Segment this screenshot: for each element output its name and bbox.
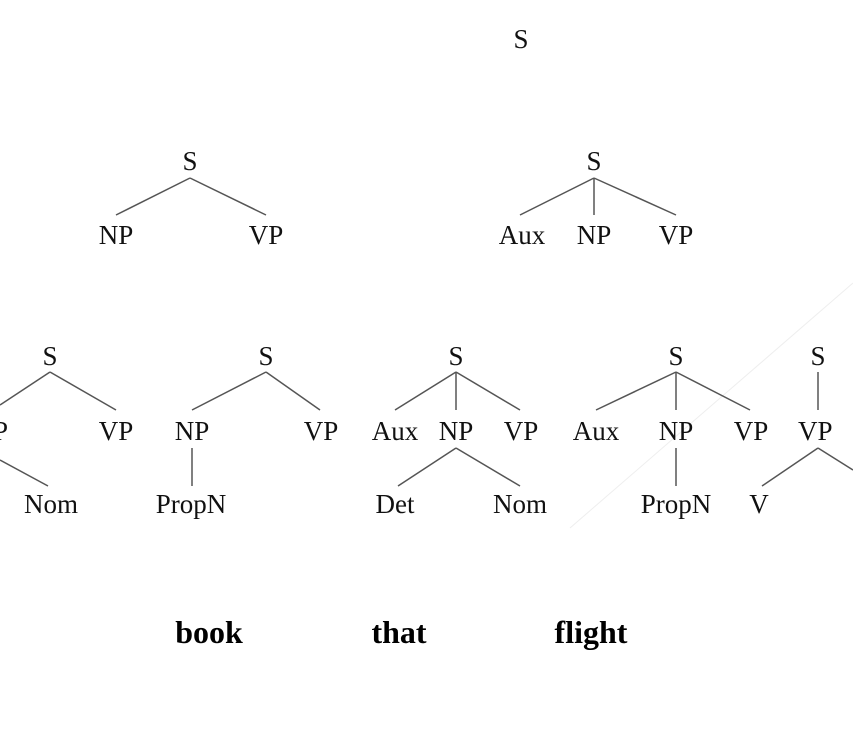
node-det: Det — [376, 489, 415, 519]
word-flight: flight — [555, 614, 628, 650]
node-vp: VP — [249, 220, 284, 250]
edge — [455, 371, 521, 411]
edge — [519, 177, 595, 216]
node-propn: PropN — [156, 489, 227, 519]
edge — [0, 371, 51, 406]
edge — [115, 177, 191, 216]
node-np-partial: P — [0, 416, 8, 446]
input-sentence: book that flight — [175, 614, 628, 650]
node-aux: Aux — [573, 416, 620, 446]
node-s: S — [810, 341, 825, 371]
node-s: S — [42, 341, 57, 371]
node-nom: Nom — [493, 489, 547, 519]
edge — [191, 371, 267, 411]
edge — [675, 371, 751, 411]
tree-4: S NP VP PropN — [156, 341, 339, 519]
node-s: S — [586, 146, 601, 176]
node-aux: Aux — [372, 416, 419, 446]
tree-7: S VP V — [749, 341, 853, 519]
edge — [0, 459, 49, 487]
tree-5: S Aux NP VP Det Nom — [372, 341, 547, 519]
edge — [817, 447, 853, 471]
tree-2: S Aux NP VP — [499, 146, 694, 250]
tree-1: S NP VP — [99, 146, 284, 250]
edge — [49, 371, 117, 411]
edge — [394, 371, 457, 411]
tree-3: S P VP Nom — [0, 341, 133, 519]
node-vp: VP — [504, 416, 539, 446]
node-vp: VP — [304, 416, 339, 446]
edge — [265, 371, 321, 411]
node-aux: Aux — [499, 220, 546, 250]
edge — [593, 177, 677, 216]
node-np: NP — [175, 416, 210, 446]
node-nom: Nom — [24, 489, 78, 519]
word-that: that — [371, 614, 426, 650]
node-propn: PropN — [641, 489, 712, 519]
node-vp: VP — [659, 220, 694, 250]
node-np: NP — [439, 416, 474, 446]
edge — [189, 177, 267, 216]
node-vp-partial: VP — [798, 416, 833, 446]
node-np: NP — [577, 220, 612, 250]
root-s: S — [513, 24, 528, 54]
node-s: S — [182, 146, 197, 176]
edge — [455, 447, 521, 487]
node-vp: VP — [99, 416, 134, 446]
edge — [595, 371, 677, 411]
node-v: V — [749, 489, 769, 519]
tree-6: S Aux NP VP PropN — [573, 341, 769, 519]
node-s: S — [448, 341, 463, 371]
edge — [761, 447, 819, 487]
node-np: NP — [659, 416, 694, 446]
edge — [397, 447, 457, 487]
node-s: S — [668, 341, 683, 371]
node-vp: VP — [734, 416, 769, 446]
word-book: book — [175, 614, 243, 650]
node-s: S — [258, 341, 273, 371]
scan-artifact-line — [569, 282, 853, 529]
node-np: NP — [99, 220, 134, 250]
